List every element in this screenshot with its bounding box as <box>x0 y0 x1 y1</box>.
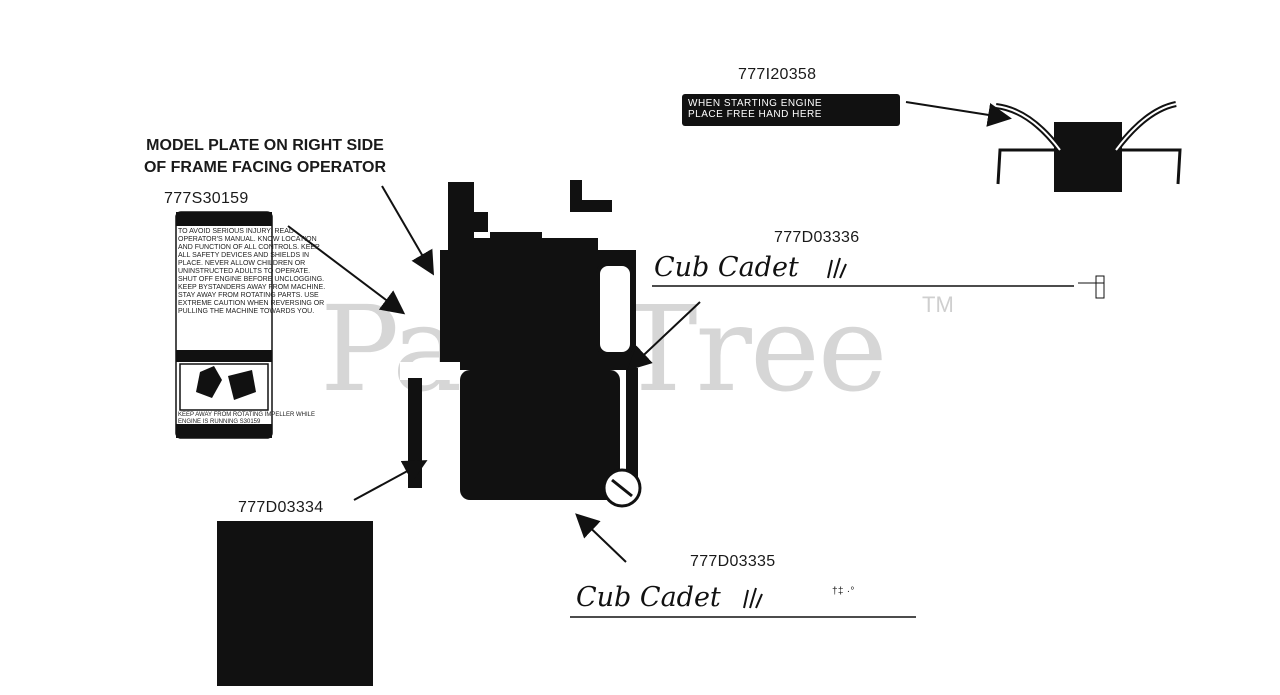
handle-assembly <box>995 101 1182 192</box>
engine-assembly <box>400 180 642 508</box>
warning-impeller-icon <box>196 366 256 400</box>
watermark-tm: TM <box>922 292 954 317</box>
small-mark: †‡ ·° <box>832 586 855 597</box>
part-label-777D03334: 777D03334 <box>238 499 324 516</box>
leader-arrow-icon <box>287 101 1012 563</box>
starting-decal <box>682 94 900 126</box>
part-label-777D03335: 777D03335 <box>690 553 776 570</box>
safety-panel-text: TO AVOID SERIOUS INJURY: READ OPERATOR'S… <box>178 228 326 315</box>
safety-decal-panel <box>175 211 273 439</box>
brand-logo-bottom: Cub Cadet <box>576 582 721 613</box>
safety-panel-footer: KEEP AWAY FROM ROTATING IMPELLER WHILE E… <box>178 412 316 425</box>
decal-777D03334 <box>217 521 373 686</box>
model-plate-note: MODEL PLATE ON RIGHT SIDE OF FRAME FACIN… <box>143 137 387 176</box>
grass-blade-logo-icon <box>743 257 847 609</box>
part-label-777S30159: 777S30159 <box>164 190 249 207</box>
part-label-777D03336: 777D03336 <box>774 229 860 246</box>
starting-decal-text: WHEN STARTING ENGINE PLACE FREE HAND HER… <box>688 98 823 120</box>
brand-logo-top: Cub Cadet <box>654 252 799 283</box>
part-label-777I20358: 777I20358 <box>738 66 817 83</box>
